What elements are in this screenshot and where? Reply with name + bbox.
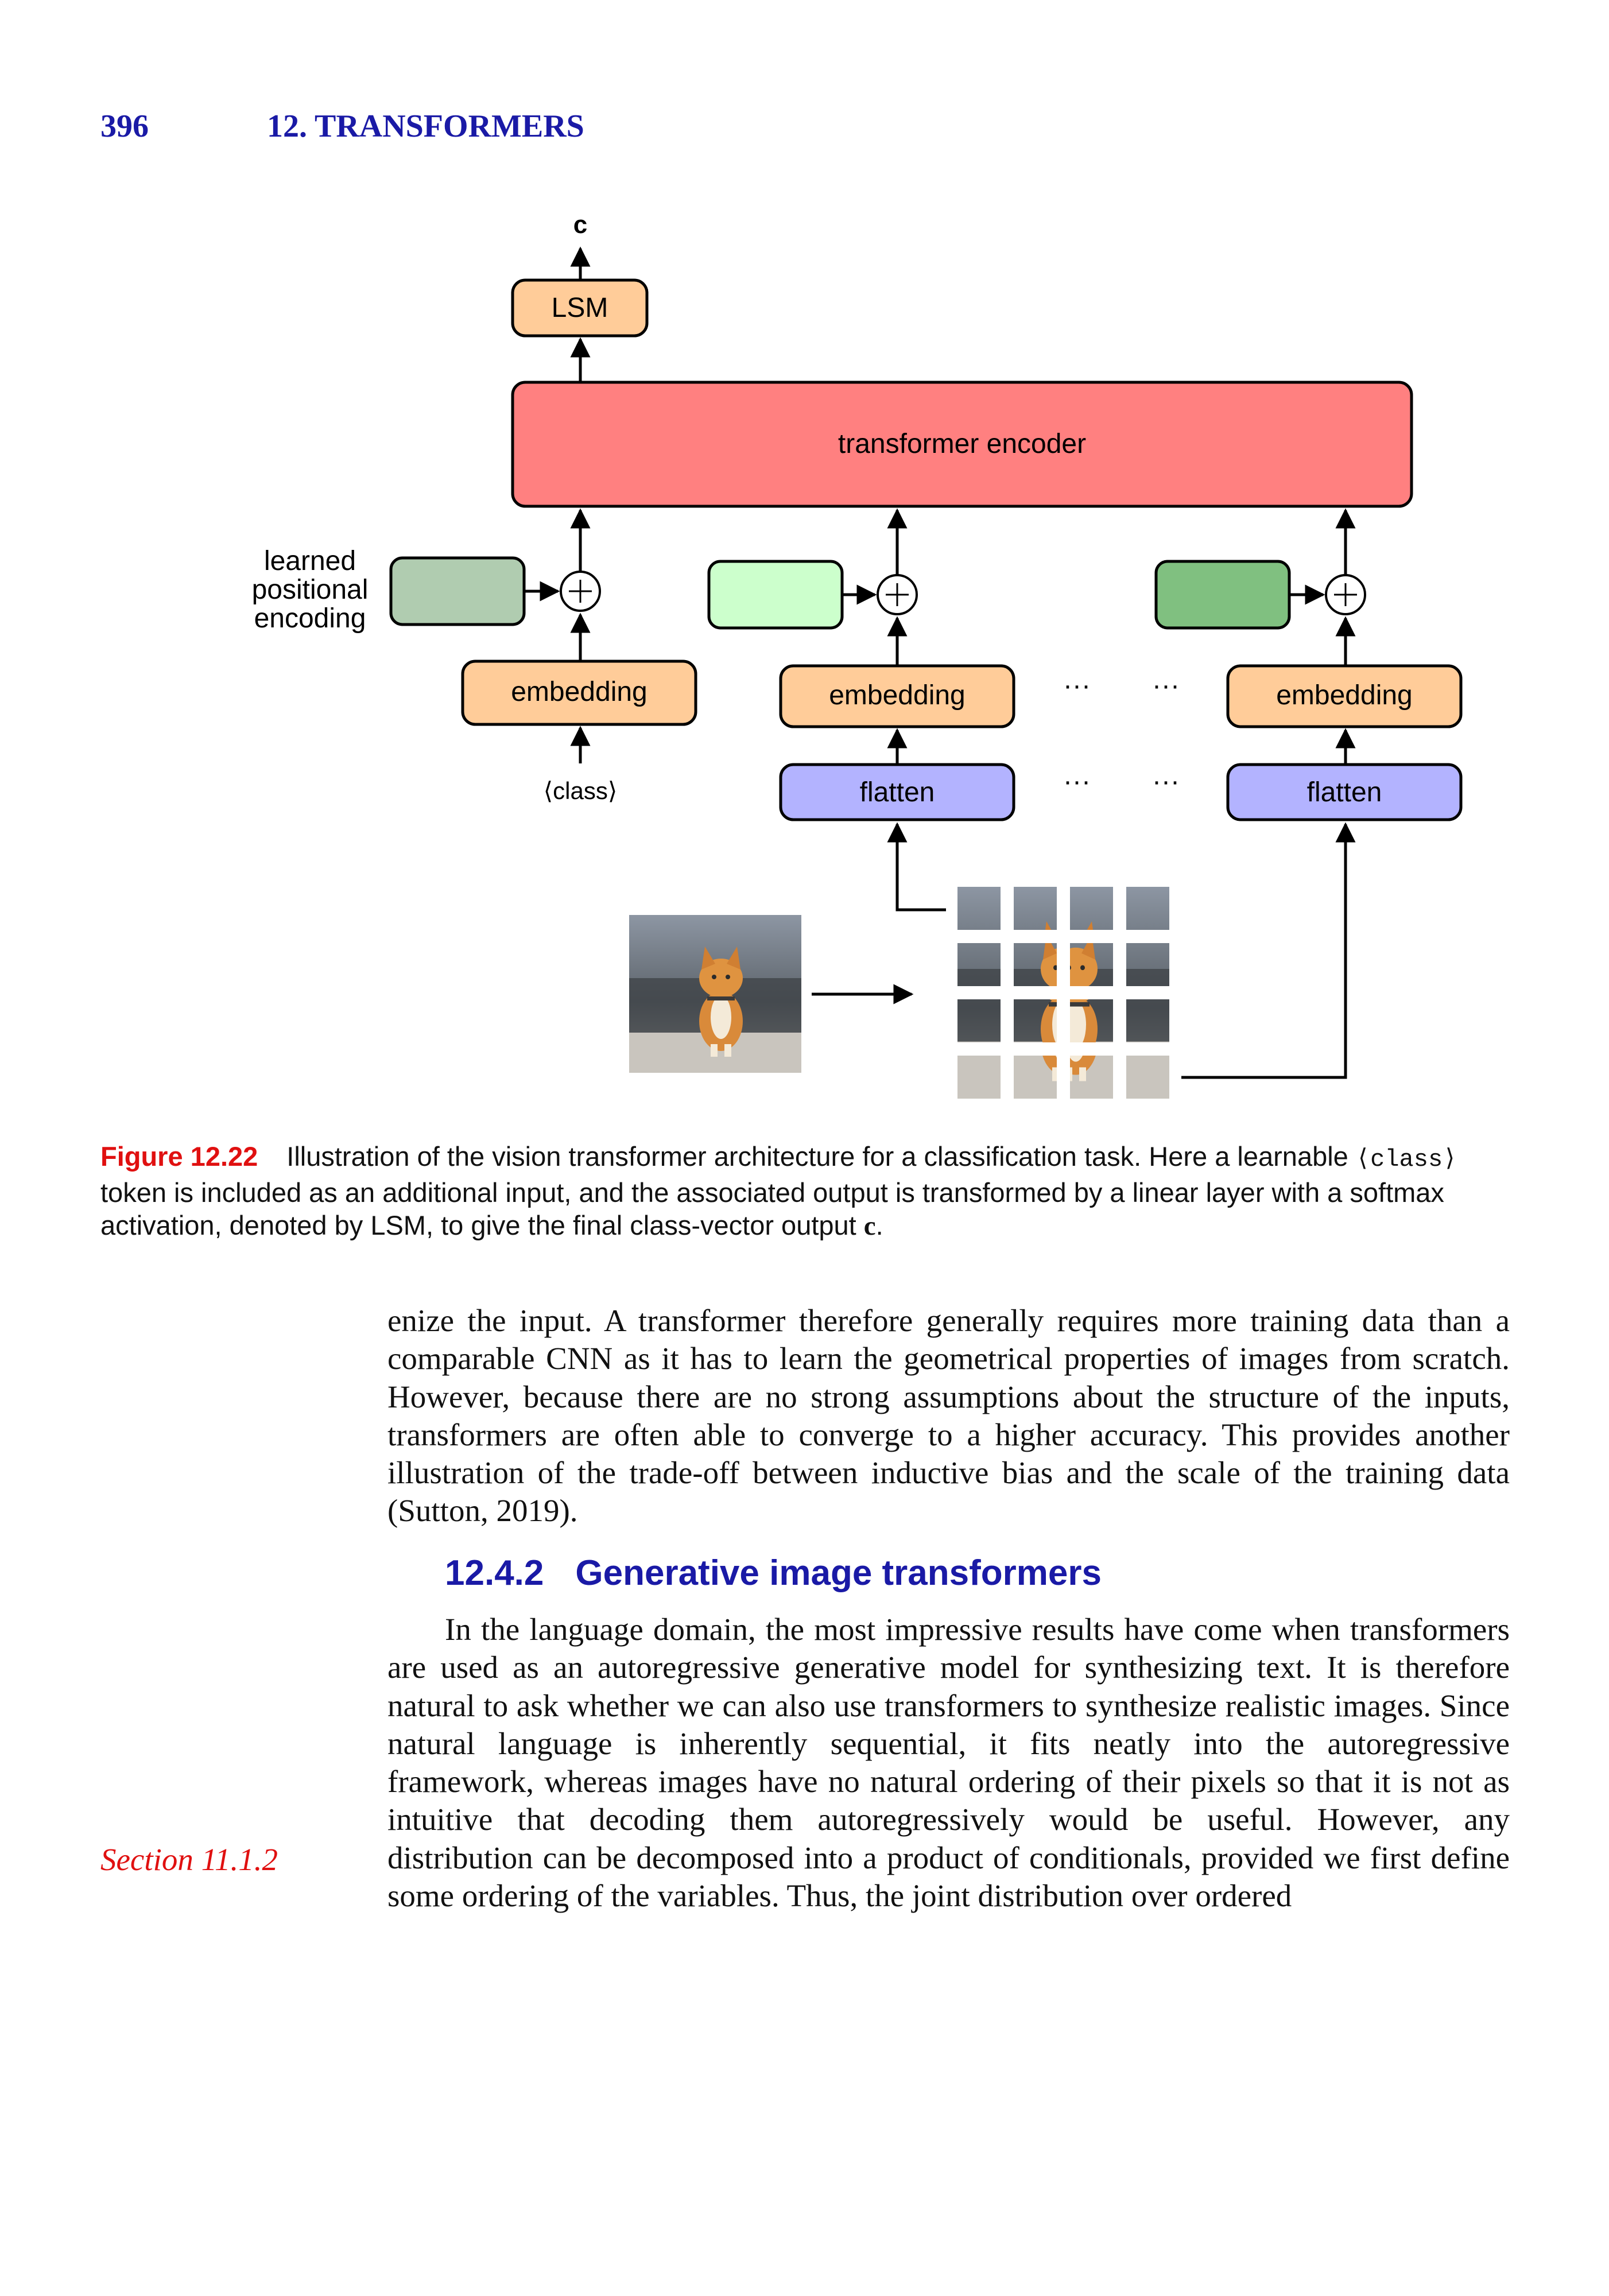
- caption-output-symbol: c: [863, 1211, 876, 1241]
- embedding-label-class: embedding: [511, 677, 648, 707]
- section-number: 12.4.2: [445, 1553, 544, 1593]
- embedding-box-2: [779, 664, 1015, 728]
- plus-circle-2: [877, 574, 918, 615]
- caption-class-token: ⟨class⟩: [1355, 1146, 1457, 1173]
- chapter-title: 12. TRANSFORMERS: [267, 108, 584, 144]
- arrow-patch-last-to-flatten: [1181, 822, 1356, 1079]
- caption-text-part1: Illustration of the vision transformer a…: [286, 1141, 1356, 1172]
- positional-label-line3: encoding: [254, 603, 366, 634]
- flatten-box-1: [779, 763, 1015, 821]
- caption-end: .: [875, 1210, 883, 1240]
- flatten-label-2: flatten: [1307, 777, 1382, 808]
- paragraph-2: In the language domain, the most impress…: [387, 1612, 1510, 1914]
- transformer-encoder-box: [511, 381, 1413, 508]
- flatten-label-1: flatten: [860, 777, 935, 808]
- caption-text-part2: token is included as an additional input…: [100, 1177, 1444, 1240]
- output-label-c: c: [573, 211, 587, 239]
- lsm-box: [511, 278, 649, 338]
- vision-transformer-figure: c LSM transformer encoder learned positi…: [252, 211, 1463, 1099]
- arrow-patch-first-to-flatten: [887, 822, 946, 912]
- plus-circle-1: [560, 571, 601, 612]
- flatten-box-2: [1226, 763, 1463, 821]
- positional-label-line1: learned: [264, 546, 356, 576]
- class-token-label: ⟨class⟩: [544, 777, 617, 804]
- embedding-label-2: embedding: [829, 680, 966, 711]
- embedding-box-3: [1226, 664, 1463, 728]
- embedding-box-class: [461, 660, 697, 726]
- ellipsis-flatten-2: ···: [1152, 766, 1180, 797]
- positional-encoding-box-2: [707, 560, 844, 630]
- image-patch-grid: [957, 887, 1169, 1099]
- plus-circle-3: [1325, 574, 1366, 615]
- ellipsis-flatten-1: ···: [1063, 766, 1091, 797]
- positional-label-line2: positional: [252, 575, 369, 605]
- section-title: Generative image transformers: [575, 1553, 1102, 1593]
- positional-encoding-box-class: [389, 556, 526, 626]
- ellipsis-embed-2: ···: [1152, 670, 1180, 701]
- section-heading: 12.4.2 Generative image transformers: [445, 1553, 1102, 1593]
- figure-label: Figure 12.22: [100, 1141, 258, 1172]
- page-header: 396 12. TRANSFORMERS: [100, 108, 584, 145]
- figure-caption: Figure 12.22 Illustration of the vision t…: [100, 1140, 1513, 1243]
- lsm-label: LSM: [552, 293, 608, 323]
- paragraph-1: enize the input. A transformer therefore…: [387, 1303, 1510, 1529]
- margin-note-section-ref: Section 11.1.2: [100, 1842, 278, 1877]
- positional-encoding-box-3: [1154, 560, 1291, 630]
- transformer-encoder-label: transformer encoder: [838, 429, 1086, 459]
- cat-image: [629, 915, 801, 1073]
- page-number: 396: [100, 108, 149, 144]
- embedding-label-3: embedding: [1276, 680, 1413, 711]
- ellipsis-embed-1: ···: [1063, 670, 1091, 701]
